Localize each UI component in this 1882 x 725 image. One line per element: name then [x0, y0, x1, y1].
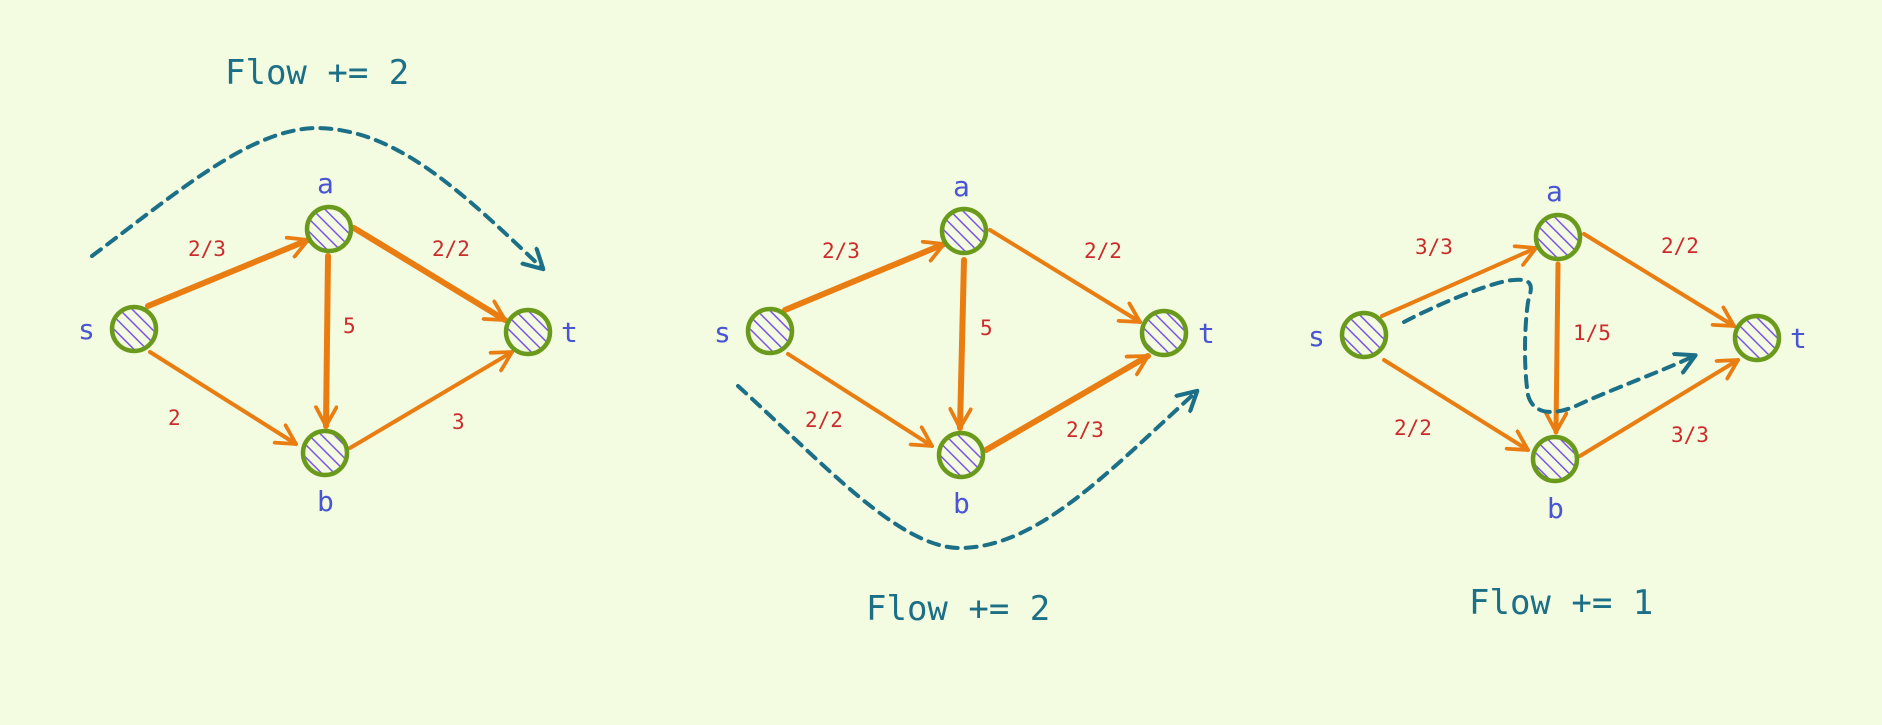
node-s — [745, 306, 795, 356]
node-label-a: a — [317, 167, 334, 200]
panel-2-caption: Flow += 2 — [866, 589, 1050, 629]
node-s — [1339, 310, 1389, 360]
edge-b-t — [983, 353, 1151, 453]
node-label-b: b — [317, 485, 334, 518]
node-a — [304, 204, 354, 254]
node-label-s: s — [1308, 320, 1325, 353]
node-a — [1533, 212, 1583, 262]
edge-label-a-t: 2/2 — [1661, 234, 1699, 258]
node-b — [1530, 434, 1580, 484]
edge-label-s-a: 2/3 — [822, 239, 860, 263]
edge-b-t — [348, 350, 514, 450]
node-label-a: a — [953, 170, 970, 203]
node-label-b: b — [953, 487, 970, 520]
edge-s-b — [786, 352, 934, 448]
edge-label-b-t: 3/3 — [1671, 423, 1709, 447]
edge-label-s-b: 2/2 — [805, 408, 843, 432]
panel-3: 3/3 2/2 1/5 2/2 3/3 s a b t Flow += 1 — [1308, 175, 1807, 623]
panel-1-caption: Flow += 2 — [225, 53, 409, 93]
edge-label-a-t: 2/2 — [432, 237, 470, 261]
panel-1: 2/3 2 5 2/2 3 s a b t Flow += 2 — [78, 53, 578, 518]
edge-label-b-t: 3 — [452, 410, 465, 434]
node-b — [936, 430, 986, 480]
edge-label-a-b: 5 — [980, 316, 993, 340]
edge-a-b — [1556, 261, 1558, 435]
node-label-s: s — [78, 313, 95, 346]
node-b — [300, 428, 350, 478]
node-label-s: s — [714, 316, 731, 349]
edge-s-a — [145, 240, 311, 309]
edge-label-a-t: 2/2 — [1084, 239, 1122, 263]
edge-s-a — [1380, 248, 1538, 318]
node-label-a: a — [1546, 175, 1563, 208]
edge-label-s-a: 3/3 — [1415, 235, 1453, 259]
node-s — [109, 304, 159, 354]
edge-s-a — [782, 244, 947, 313]
node-label-b: b — [1547, 492, 1564, 525]
augmenting-path-2 — [736, 384, 1196, 551]
edge-label-s-a: 2/3 — [188, 237, 226, 261]
node-label-t: t — [561, 316, 578, 349]
edge-a-t — [988, 228, 1142, 324]
edge-label-a-b: 1/5 — [1573, 321, 1611, 345]
panel-2: 2/3 2/2 5 2/2 2/3 s a b t Flow += 2 — [714, 170, 1215, 629]
edge-a-b — [326, 253, 328, 429]
edge-label-b-t: 2/3 — [1066, 418, 1104, 442]
node-t — [1139, 308, 1189, 358]
node-a — [939, 206, 989, 256]
node-t — [1732, 313, 1782, 363]
node-label-t: t — [1790, 322, 1807, 355]
edge-label-s-b: 2/2 — [1394, 416, 1432, 440]
augmenting-path-1 — [90, 125, 542, 268]
node-t — [503, 307, 553, 357]
edge-a-b — [960, 257, 964, 431]
edge-s-b — [148, 350, 298, 446]
panel-3-caption: Flow += 1 — [1469, 583, 1653, 623]
edge-a-t — [1582, 232, 1736, 328]
edge-a-t — [351, 225, 508, 323]
node-label-t: t — [1198, 317, 1215, 350]
edge-label-a-b: 5 — [343, 314, 356, 338]
edge-s-b — [1382, 358, 1530, 452]
augmenting-path-3 — [1402, 277, 1694, 414]
edge-b-t — [1578, 358, 1740, 458]
edge-label-s-b: 2 — [168, 406, 181, 430]
